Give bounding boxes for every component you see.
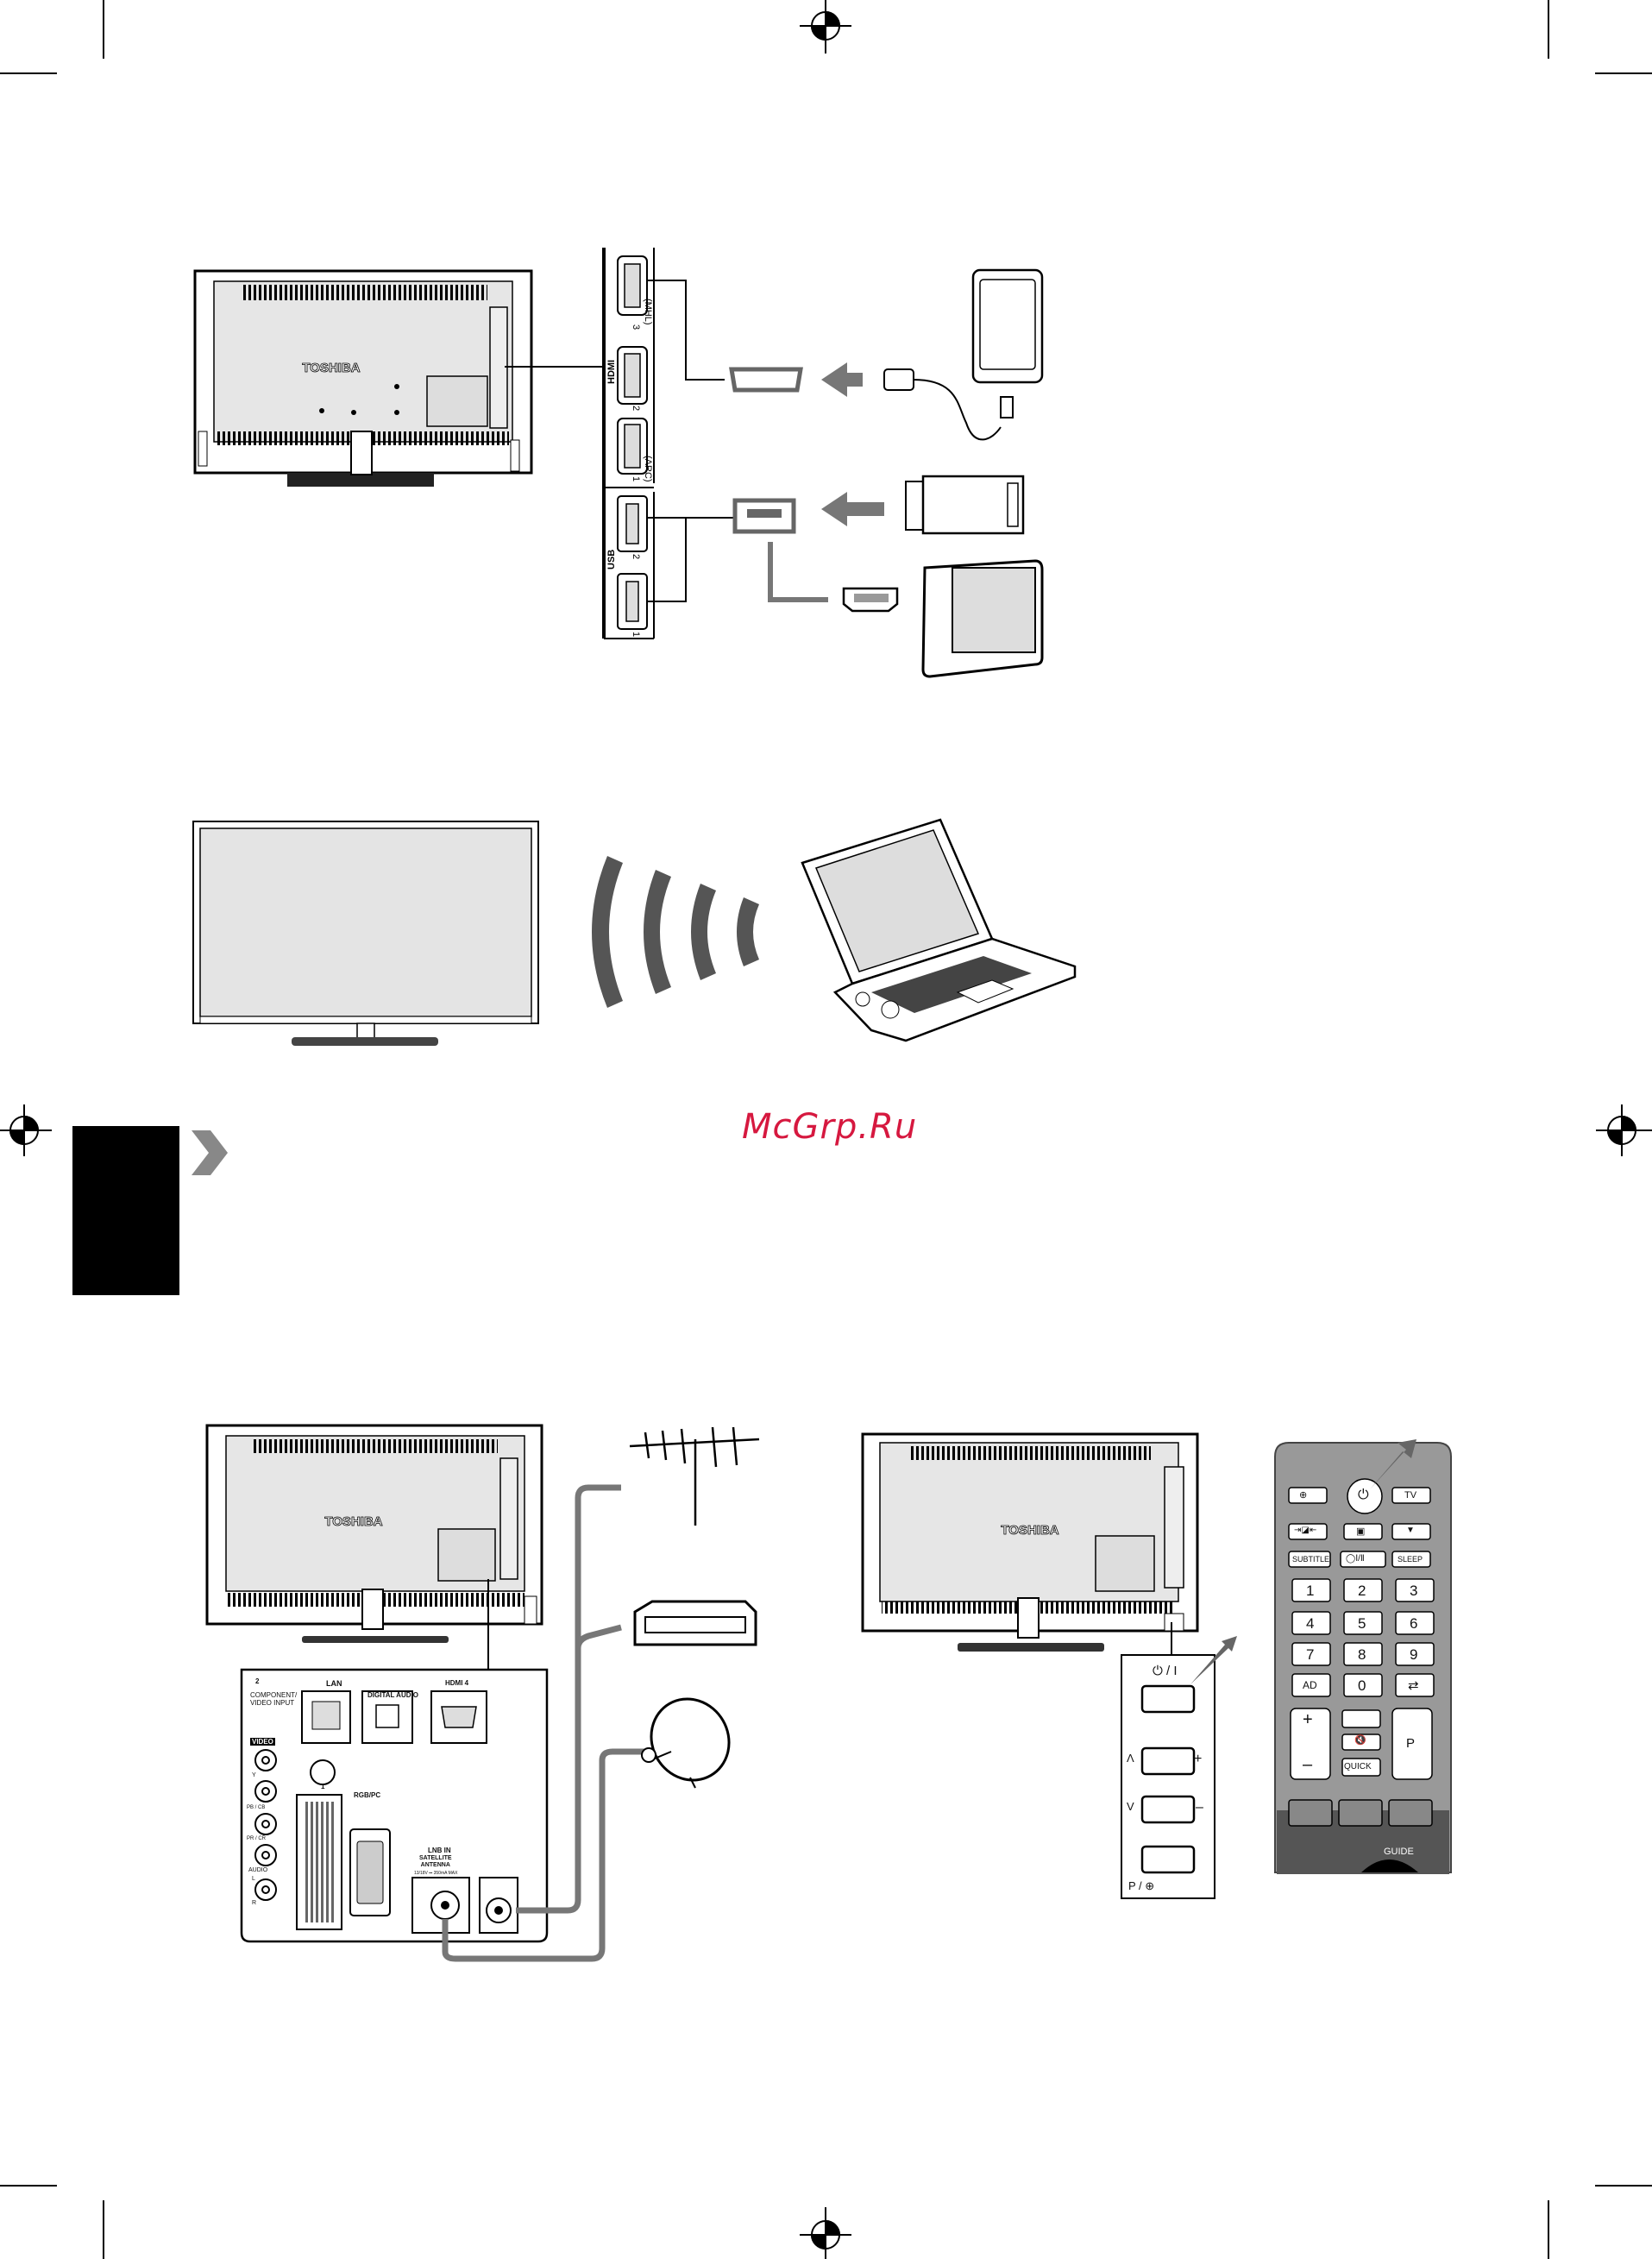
remote-digit-7[interactable]: 7	[1306, 1646, 1315, 1663]
remote-digit-9[interactable]: 9	[1410, 1646, 1418, 1663]
lnb-spec-label: 13/18V ⎓ 350mA MAX	[414, 1871, 458, 1876]
hdmi-port-1: 1	[631, 476, 641, 481]
remote-digit-5[interactable]: 5	[1358, 1615, 1366, 1632]
section-tab	[72, 1126, 179, 1295]
brand-logo: TOSHIBA	[302, 361, 360, 375]
hdmi-port-2: 2	[631, 406, 641, 411]
hdmi-port-3: 3	[631, 324, 641, 330]
remote-digit-2[interactable]: 2	[1358, 1583, 1366, 1599]
remote-digit-3[interactable]: 3	[1410, 1583, 1418, 1599]
l-label: L	[252, 1876, 255, 1882]
remote-digit-8[interactable]: 8	[1358, 1646, 1366, 1663]
remote-digit-0[interactable]: 0	[1358, 1677, 1366, 1694]
remote-p-button[interactable]: P	[1406, 1736, 1416, 1751]
usb-group-label: USB	[606, 550, 617, 569]
remote-input-button[interactable]: ⊕	[1299, 1490, 1308, 1501]
registration-mark-bottom	[800, 2207, 851, 2259]
hdmi-note-arc: (ARC)	[643, 456, 653, 482]
laptop	[801, 818, 1077, 1042]
remote-swap-button[interactable]: ⇄	[1408, 1678, 1419, 1693]
hdmi4-label: HDMI 4	[445, 1679, 469, 1687]
r-label: R	[252, 1900, 257, 1906]
component-input-label: COMPONENT/ VIDEO INPUT	[250, 1691, 298, 1707]
pr-label: PR / CR	[247, 1836, 267, 1841]
watermark: McGrp.Ru	[742, 1107, 918, 1147]
satellite-antenna-label: SATELLITE ANTENNA	[419, 1855, 452, 1868]
p-input-label: P / ⊕	[1128, 1879, 1155, 1892]
component-num: 2	[255, 1677, 260, 1685]
minus-label: –	[1196, 1800, 1203, 1815]
registration-mark-top	[800, 0, 851, 53]
remote-vol-minus[interactable]: –	[1303, 1755, 1313, 1774]
remote-quick-button[interactable]: QUICK	[1344, 1762, 1372, 1771]
usb-port-2: 2	[631, 554, 641, 559]
lnb-in-label: LNB IN	[428, 1847, 451, 1854]
hdmi-group-label: HDMI	[606, 360, 617, 384]
lan-label: LAN	[326, 1679, 342, 1688]
remote-subtitle-button[interactable]: SUBTITLE	[1292, 1555, 1330, 1564]
remote-text-button[interactable]: ▣	[1356, 1526, 1366, 1537]
remote-sleep-button[interactable]: SLEEP	[1398, 1555, 1423, 1564]
digital-audio-label: DIGITAL AUDIO	[367, 1691, 418, 1699]
registration-mark-left	[0, 1104, 52, 1156]
remote-pip-button[interactable]: ⇥◪⇤	[1294, 1526, 1317, 1535]
remote-down-button[interactable]: ▼	[1406, 1526, 1415, 1535]
audio-label: AUDIO	[248, 1867, 268, 1873]
video-label: VIDEO	[250, 1738, 275, 1746]
rgb-pc-label: RGB/PC	[354, 1791, 381, 1799]
remote-dual-button[interactable]: ◯Ⅰ/Ⅱ	[1346, 1554, 1365, 1564]
tv-rear-top	[193, 269, 604, 487]
pb-label: PB / CB	[247, 1805, 266, 1810]
usb-port-1: 1	[631, 632, 641, 637]
up-label: Λ	[1127, 1752, 1134, 1765]
remote-vol-plus[interactable]: +	[1303, 1710, 1313, 1729]
power-label: ⏻ / I	[1153, 1664, 1178, 1678]
remote-digit-4[interactable]: 4	[1306, 1615, 1315, 1632]
remote-guide-button[interactable]: GUIDE	[1384, 1847, 1414, 1857]
remote-tv-button[interactable]: TV	[1404, 1490, 1417, 1501]
remote-mute-button[interactable]: 🔇	[1354, 1735, 1366, 1746]
remote-power-button[interactable]: ⏻	[1358, 1488, 1369, 1502]
plus-label: +	[1194, 1752, 1203, 1766]
remote-ad-button[interactable]: AD	[1303, 1679, 1317, 1691]
y-label: Y	[252, 1772, 256, 1778]
hdmi-note-mhl: (MHL)	[643, 299, 653, 325]
brand-logo-2: TOSHIBA	[324, 1514, 382, 1529]
brand-logo-3: TOSHIBA	[1001, 1523, 1058, 1538]
scart-num: 1	[321, 1783, 325, 1790]
down-label: V	[1127, 1800, 1134, 1813]
registration-mark-right	[1596, 1104, 1652, 1156]
port-strip	[602, 248, 655, 639]
remote-digit-1[interactable]: 1	[1306, 1583, 1315, 1599]
remote-buttons	[1288, 1478, 1435, 1827]
remote-digit-6[interactable]: 6	[1410, 1615, 1418, 1632]
